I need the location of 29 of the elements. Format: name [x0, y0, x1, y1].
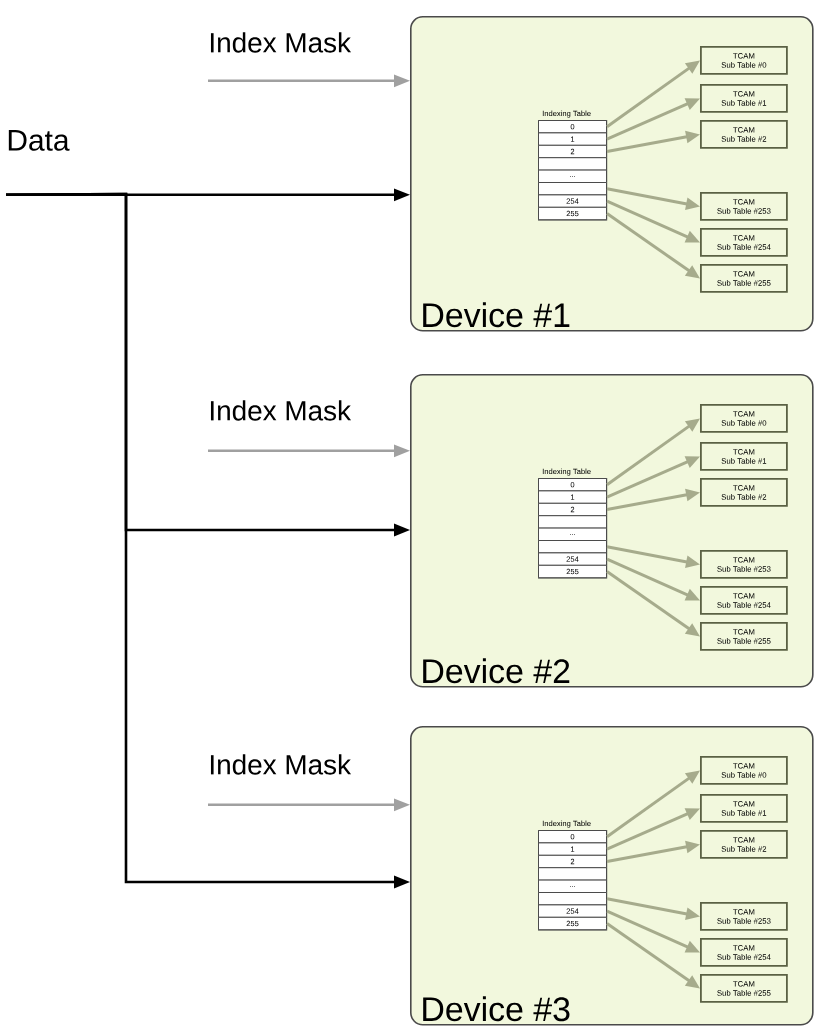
arrow [606, 98, 700, 141]
arrow [606, 187, 700, 211]
arrow [606, 840, 700, 863]
table-row [538, 540, 607, 554]
arrow [606, 418, 700, 486]
arrow [606, 570, 700, 637]
table-row [538, 892, 607, 906]
arrow [6, 192, 410, 889]
arrow [606, 922, 700, 989]
arrow [606, 60, 700, 128]
arrow [606, 212, 700, 279]
arrow [208, 798, 410, 812]
arrow [606, 456, 700, 499]
arrow [606, 545, 700, 569]
arrow [208, 444, 410, 458]
arrow [208, 74, 410, 88]
arrow [606, 199, 700, 243]
arrow [606, 909, 700, 953]
input-label: Index Mask [210, 754, 352, 775]
arrow [606, 897, 700, 921]
arrow [606, 808, 700, 851]
arrow [606, 130, 700, 153]
input-label: Data [8, 129, 70, 151]
table-row [538, 182, 607, 196]
arrow [606, 770, 700, 838]
input-label: Index Mask [210, 400, 352, 421]
arrow [606, 488, 700, 511]
input-label: Index Mask [210, 32, 352, 53]
arrow [606, 557, 700, 601]
